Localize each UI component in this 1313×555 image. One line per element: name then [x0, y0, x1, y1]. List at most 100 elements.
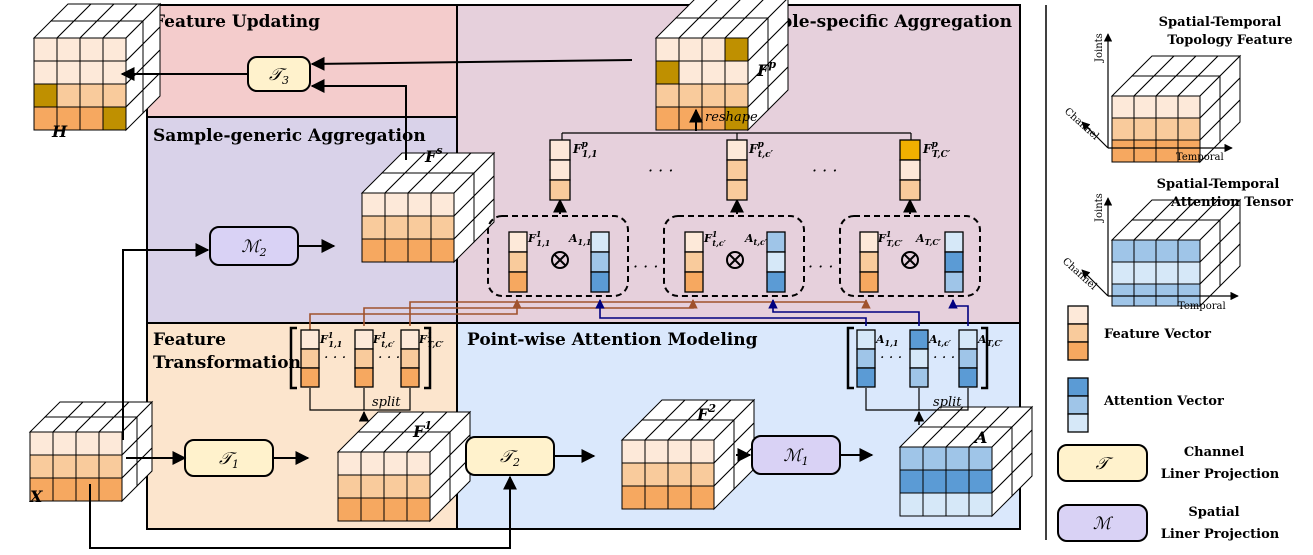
- a-11-product-vector: [590, 231, 610, 293]
- legend-feature-vector-label: Feature Vector: [1104, 327, 1211, 342]
- legend-attention-temporal: Temporal: [1178, 301, 1226, 312]
- legend-topology-title-2: Topology Feature: [1167, 33, 1292, 48]
- split-attention-annotation: split: [933, 395, 962, 410]
- legend-attention-vector-label: Attention Vector: [1103, 394, 1224, 409]
- product-dots-1: · · ·: [633, 257, 658, 276]
- tensor-H-cube: [32, 2, 162, 132]
- M1-projection-box: ℳ1: [751, 435, 841, 475]
- fp-11-vector: [549, 139, 571, 201]
- f1-11-vector: [300, 329, 320, 388]
- legend-topology-title-1: Spatial-Temporal: [1159, 15, 1282, 30]
- feature-routing-arrows: [309, 299, 871, 330]
- tensor-H-label: H: [51, 122, 68, 141]
- legend-attention-title-2: Attention Tensor: [1170, 195, 1293, 210]
- tensor-Fp-cube: [654, 0, 789, 132]
- tensor-F2-label: F2: [696, 402, 716, 424]
- tensor-F2-cube: [620, 398, 756, 511]
- legend-topology-channel: Channel: [1062, 106, 1101, 142]
- tensor-Fs-cube: [360, 151, 496, 264]
- a-tc-label: At,c′: [928, 333, 952, 348]
- legend-M-box: ℳ: [1057, 504, 1148, 542]
- a-dots-2: · · ·: [933, 350, 955, 366]
- a-TC-vector: [958, 329, 978, 388]
- feature-transformation-title-1: Feature: [153, 330, 226, 350]
- legend-attention-joints: Joints: [1094, 193, 1105, 223]
- tensor-A-cube: [898, 405, 1034, 518]
- feature-updating-title: Feature Updating: [153, 12, 320, 32]
- fp-TC-vector: [899, 139, 921, 201]
- fp-tc-vector: [726, 139, 748, 201]
- a-TC-product-label: AT,C′: [915, 232, 942, 247]
- tensor-Fs-label: Fs: [424, 144, 443, 166]
- pointwise-attention-title: Point-wise Attention Modeling: [467, 330, 758, 350]
- otimes-icon: [901, 251, 919, 269]
- legend-channel-proj-2: Liner Projection: [1161, 467, 1280, 482]
- f1-TC-vector: [400, 329, 420, 388]
- legend-topology-axes: [1081, 33, 1233, 153]
- fp-dots-2: · · ·: [812, 161, 837, 180]
- sample-specific-title: Sample-specific Aggregation: [739, 12, 1012, 32]
- fp-collector-lines: [561, 132, 912, 140]
- svg-text:ℳ: ℳ: [1093, 514, 1114, 534]
- T1-projection-box: 𝒯1: [184, 439, 274, 477]
- legend-attention-channel: Channel: [1060, 256, 1099, 292]
- legend-attention-cube: [1110, 198, 1242, 308]
- split-lines: [309, 388, 969, 411]
- svg-text:ℳ1: ℳ1: [783, 446, 808, 468]
- split-arrows: [358, 410, 925, 425]
- legend-attention-title-1: Spatial-Temporal: [1157, 177, 1280, 192]
- M2-projection-box: ℳ2: [209, 226, 299, 266]
- legend-topology-temporal: Temporal: [1176, 152, 1224, 163]
- a-tc-product-label: At,c′: [744, 232, 768, 247]
- f1-tc-vector: [354, 329, 374, 388]
- a-TC-product-vector: [944, 231, 964, 293]
- tensor-F1-cube: [336, 410, 472, 523]
- legend-attention-vector: [1067, 377, 1089, 433]
- product-groups: [487, 215, 981, 297]
- a-11-vector: [856, 329, 876, 388]
- product-dots-2: · · ·: [808, 257, 833, 276]
- svg-text:ℳ2: ℳ2: [241, 237, 266, 259]
- main-flow-arrows: [89, 56, 874, 549]
- legend-channel-proj-1: Channel: [1184, 445, 1244, 460]
- f1-tc-product-vector: [684, 231, 704, 293]
- a-11-product-label: A1,1: [568, 232, 591, 247]
- legend-spatial-proj-2: Liner Projection: [1161, 527, 1280, 542]
- a-tc-product-vector: [766, 231, 786, 293]
- legend-T-box: 𝒯: [1057, 444, 1148, 482]
- f1-TC-product-vector: [859, 231, 879, 293]
- product-symbols: [551, 251, 919, 269]
- tensor-A-label: A: [973, 428, 987, 447]
- f1-dots: · · ·: [324, 350, 346, 366]
- legend-spatial-proj-1: Spatial: [1188, 505, 1239, 520]
- otimes-icon: [726, 251, 744, 269]
- otimes-icon: [551, 251, 569, 269]
- product-to-fp-arrows: [553, 198, 917, 214]
- f1-dots-2: · · ·: [378, 350, 400, 366]
- legend-topology-cube: [1110, 54, 1242, 164]
- tensor-X-label: X: [29, 487, 43, 506]
- reshape-annotation: reshape: [705, 110, 758, 125]
- a-11-label: A1,1: [875, 333, 898, 348]
- feature-transformation-title-2: Transformation: [153, 353, 301, 373]
- a-TC-label: AT,C′: [977, 333, 1004, 348]
- a-dots: · · ·: [880, 350, 902, 366]
- legend-feature-vector: [1067, 305, 1089, 361]
- legend-topology-joints: Joints: [1094, 33, 1105, 63]
- split-feature-annotation: split: [372, 395, 401, 410]
- vector-brackets: [289, 326, 989, 390]
- sample-generic-title: Sample-generic Aggregation: [153, 126, 426, 146]
- T3-projection-box: 𝒯3: [247, 56, 311, 92]
- tensor-F1-label: F1: [412, 419, 432, 441]
- fp-dots-1: · · ·: [648, 161, 673, 180]
- f1-11-product-vector: [508, 231, 528, 293]
